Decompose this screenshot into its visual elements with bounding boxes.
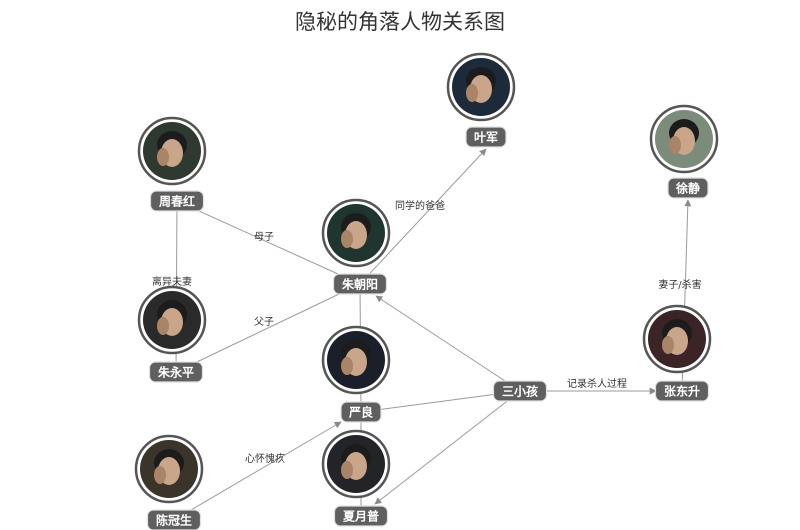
edge-zhuchaoyang-zhuyongping (175, 283, 361, 373)
node-xiayuepu[interactable]: 夏月普 (321, 429, 391, 527)
node-label-box (654, 380, 710, 402)
node-label-chenguansheng: 陈冠生 (156, 513, 192, 528)
portrait-hand (154, 466, 166, 484)
node-label-sanxiaohai: 三小孩 (502, 384, 538, 399)
edge-sanxiaohai-yanliang (360, 394, 494, 413)
node-label-xujing: 徐静 (675, 181, 700, 196)
portrait-hand (662, 336, 674, 354)
portrait-hand (466, 84, 478, 102)
node-zhangdongsheng[interactable]: 张东升 (642, 304, 712, 402)
node-label-box (667, 177, 709, 199)
node-zhuyongping[interactable]: 朱永平 (137, 285, 207, 383)
edge-chenguansheng-yanliang (173, 421, 342, 521)
edge-label-zhuchaoyang-yejun: 同学的爸爸 (395, 199, 445, 212)
edge-label-chenguansheng-yanliang: 心怀愧疚 (245, 452, 285, 465)
node-label-box (148, 361, 204, 383)
node-zhouchunhong[interactable]: 周春红 (137, 116, 207, 212)
edge-sanxiaohai-zhuchaoyang (375, 295, 506, 382)
edge-label-sanxiaohai-zhangdongsheng: 记录杀人过程 (567, 377, 627, 390)
portrait-hand (157, 317, 169, 335)
node-label-yanliang: 严良 (348, 405, 373, 420)
node-zhuchaoyang[interactable]: 朱朝阳 (321, 198, 391, 295)
portrait-hand (669, 136, 681, 154)
node-yejun[interactable]: 叶军 (446, 52, 516, 148)
edge-label-zhouchunhong-zhuyongping: 离异夫妻 (152, 275, 192, 288)
node-yanliang[interactable]: 严良 (321, 325, 391, 423)
node-xujing[interactable]: 徐静 (649, 104, 719, 199)
edge-label-zhangdongsheng-xujing: 妻子/杀害 (658, 278, 701, 291)
portrait-hand (157, 148, 169, 166)
edge-label-zhuchaoyang-zhouchunhong: 母子 (254, 231, 274, 243)
node-label-xiayuepu: 夏月普 (343, 509, 379, 524)
node-label-yejun: 叶军 (474, 130, 498, 145)
portrait-hand (341, 357, 353, 375)
node-chenguansheng[interactable]: 陈冠生 (134, 434, 204, 530)
node-label-box (146, 509, 202, 530)
node-label-zhangdongsheng: 张东升 (664, 384, 700, 399)
node-label-box (465, 126, 507, 148)
node-label-box (332, 273, 388, 295)
diagram-title: 隐秘的角落人物关系图 (295, 10, 505, 34)
node-label-box (333, 505, 389, 527)
node-label-zhouchunhong: 周春红 (159, 194, 195, 209)
portrait-hand (341, 230, 353, 248)
node-sanxiaohai[interactable]: 三小孩 (492, 380, 548, 402)
portrait-hand (341, 461, 353, 479)
edge-label-zhuchaoyang-zhuyongping: 父子 (254, 316, 274, 328)
edge-zhuchaoyang-zhouchunhong (176, 200, 361, 285)
node-label-box (340, 401, 382, 423)
node-label-box (492, 380, 548, 402)
edge-sanxiaohai-xiayuepu (374, 400, 508, 505)
node-label-box (149, 190, 205, 212)
edge-zhuchaoyang-yejun (359, 148, 487, 285)
node-label-zhuchaoyang: 朱朝阳 (342, 277, 378, 292)
node-label-zhuyongping: 朱永平 (158, 365, 194, 380)
